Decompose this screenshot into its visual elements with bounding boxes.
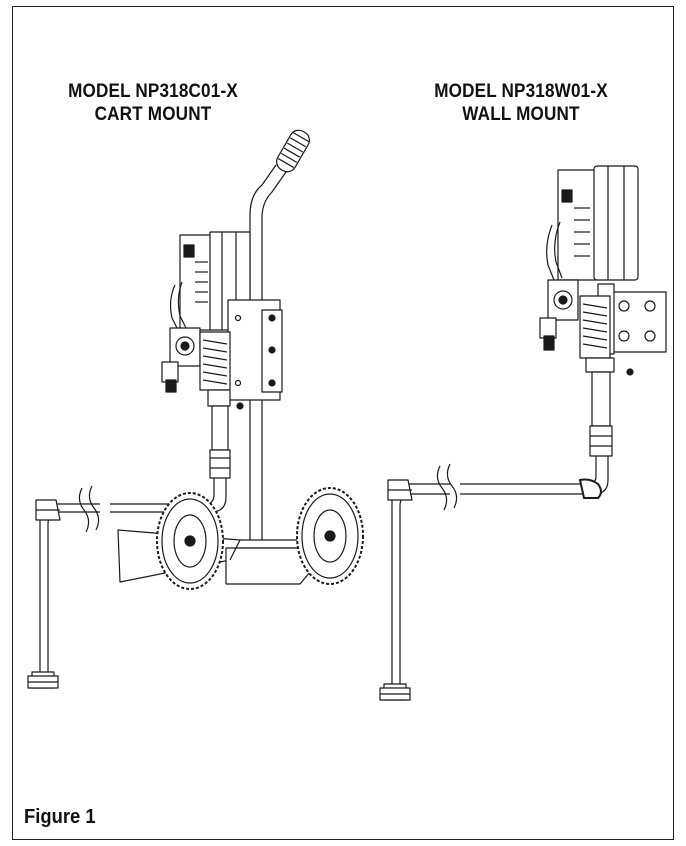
cart-model-title: MODEL NP318C01-X CART MOUNT bbox=[23, 80, 284, 126]
wall-lower-pump bbox=[460, 296, 633, 498]
figure-caption: Figure 1 bbox=[24, 806, 96, 828]
wall-suction-hose bbox=[380, 464, 457, 700]
cart-wheel-right bbox=[297, 488, 363, 584]
cart-pump-motor bbox=[180, 232, 250, 330]
figure-frame bbox=[12, 6, 674, 840]
cart-mount-label: CART MOUNT bbox=[94, 104, 212, 125]
wall-model-number: MODEL NP318W01-X bbox=[434, 81, 608, 102]
cart-lower-pump bbox=[110, 332, 243, 512]
wall-mount-label: WALL MOUNT bbox=[462, 104, 580, 125]
cart-valve-cluster bbox=[162, 282, 200, 392]
cart-mounting-bracket bbox=[228, 300, 282, 400]
wall-mount-assembly bbox=[380, 166, 666, 700]
wall-pump-motor bbox=[558, 166, 638, 280]
cart-wheel-left bbox=[157, 493, 223, 589]
cart-model-number: MODEL NP318C01-X bbox=[68, 81, 238, 102]
wall-valve-cluster bbox=[540, 222, 578, 350]
wall-model-title: MODEL NP318W01-X WALL MOUNT bbox=[391, 80, 652, 126]
cart-mount-assembly bbox=[28, 127, 363, 688]
cart-handle bbox=[250, 127, 313, 540]
cart-suction-hose bbox=[28, 486, 100, 688]
